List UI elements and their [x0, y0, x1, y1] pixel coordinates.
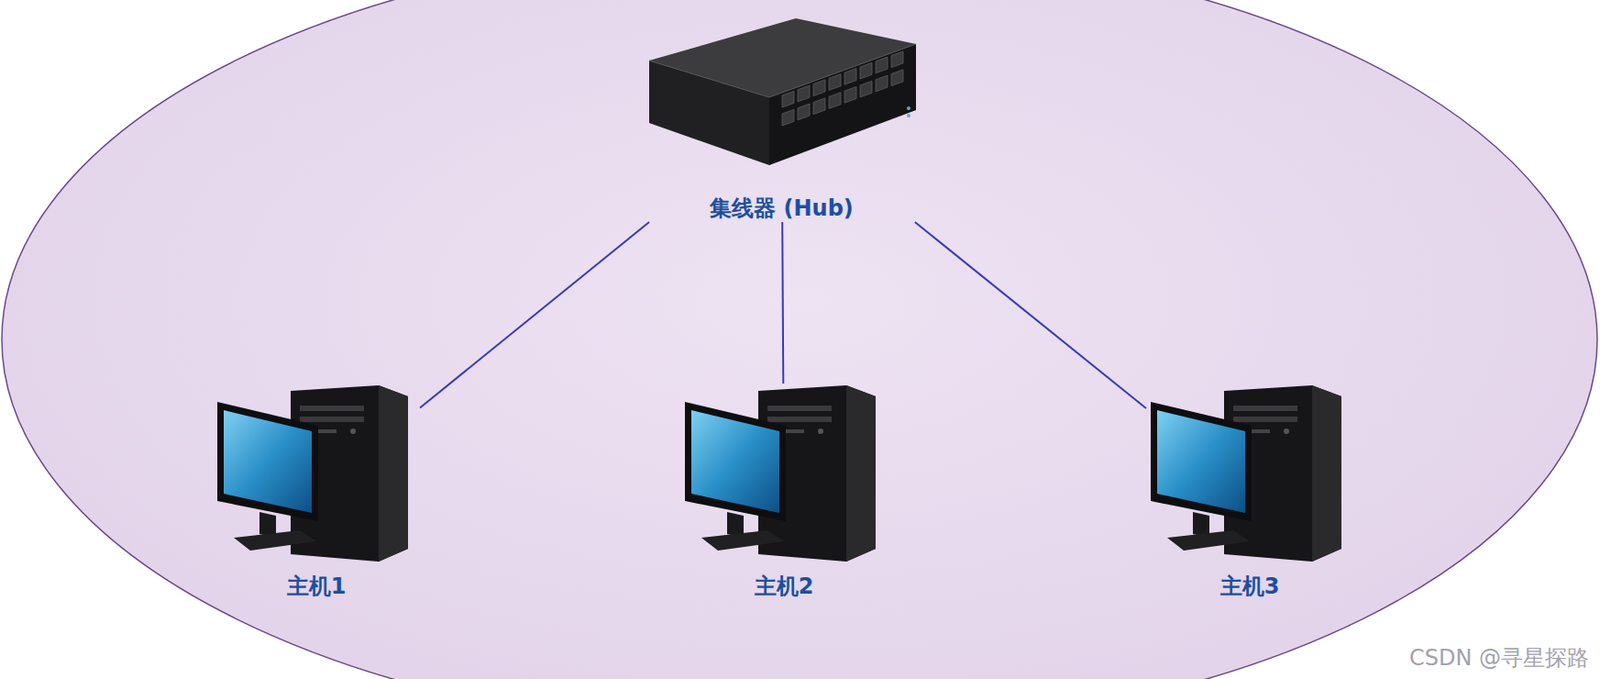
network-cable [782, 221, 784, 384]
watermark: CSDN @寻星探路 [1409, 643, 1589, 672]
host-computer [215, 383, 418, 563]
host-computer [1148, 383, 1351, 563]
host-node: 主机2 [680, 383, 888, 600]
host-node: 主机1 [212, 383, 420, 600]
network-cable [419, 221, 650, 408]
host-label: 主机3 [1214, 572, 1286, 600]
host-label: 主机2 [749, 572, 820, 600]
host-node: 主机3 [1146, 383, 1354, 600]
host-label: 主机1 [281, 572, 353, 600]
device-label: 集线器 (Hub) [704, 194, 860, 222]
hub-node: 集线器 (Hub) [641, 7, 922, 222]
host-computer [683, 383, 885, 563]
hub-device [644, 7, 920, 182]
network-cable [915, 221, 1147, 409]
